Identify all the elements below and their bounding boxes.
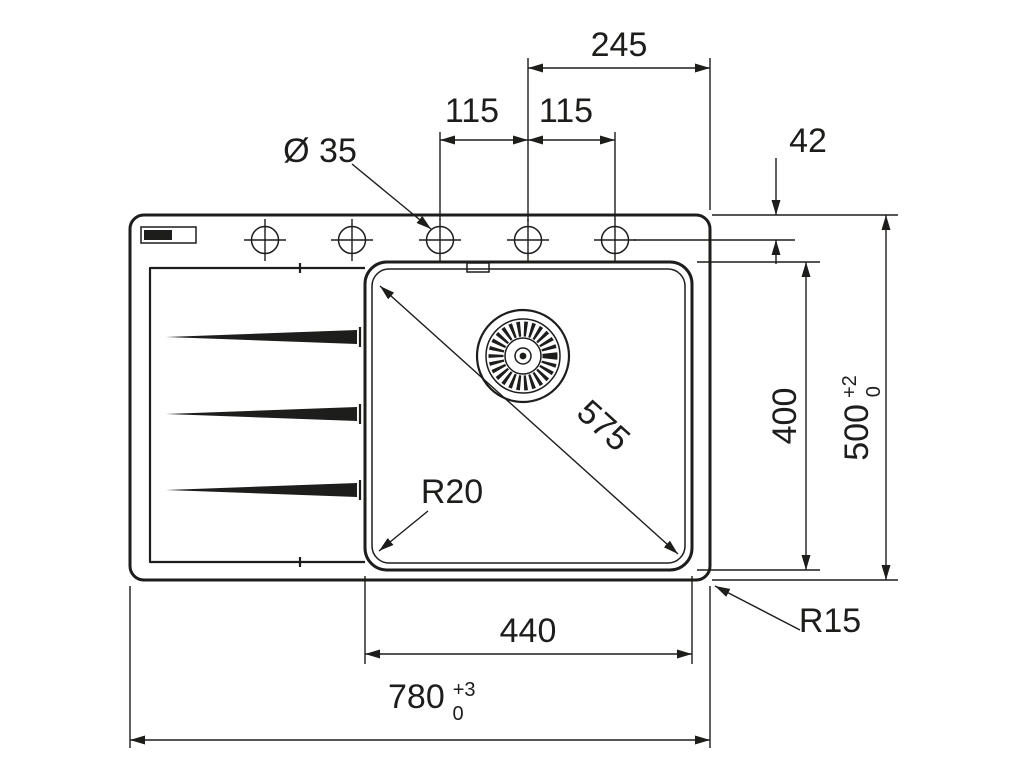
dim-bowl-corner-radius: R20 bbox=[378, 473, 483, 552]
dim-label-115-left: 115 bbox=[445, 92, 499, 130]
drain-center-dot bbox=[519, 352, 527, 360]
logo-badge-fill bbox=[144, 230, 172, 240]
drainer-groove bbox=[166, 407, 357, 421]
dim-500-value: 500 bbox=[838, 404, 876, 461]
dim-label-42: 42 bbox=[789, 122, 827, 160]
dim-500-tol-lower: 0 bbox=[863, 386, 885, 397]
logo-badge bbox=[140, 226, 197, 244]
dim-hole-pitch: 115 115 bbox=[439, 92, 616, 220]
dimension-line bbox=[379, 285, 679, 555]
dim-bowl-inner-length: 400 bbox=[697, 261, 820, 571]
faucet-hole bbox=[594, 219, 636, 261]
bowl-inner-line bbox=[371, 268, 686, 564]
dim-label-400: 400 bbox=[766, 388, 804, 445]
dim-780-tol-upper: +3 bbox=[453, 679, 476, 701]
overflow-notch bbox=[466, 262, 490, 273]
drain bbox=[475, 308, 571, 404]
dim-500-tol-upper: +2 bbox=[839, 375, 861, 398]
leader-line bbox=[351, 163, 432, 230]
dim-label-245: 245 bbox=[591, 26, 648, 64]
dim-hole-offset: 42 bbox=[634, 122, 827, 264]
leader-line bbox=[378, 510, 429, 552]
dim-label-hole-diameter: Ø 35 bbox=[283, 132, 357, 170]
faucet-hole bbox=[244, 219, 286, 261]
drainer-groove bbox=[166, 483, 357, 497]
faucet-hole bbox=[507, 219, 549, 261]
dim-label-r20: R20 bbox=[421, 473, 483, 511]
bowl-outline bbox=[363, 260, 694, 572]
drainboard bbox=[148, 263, 365, 567]
dim-top-width: 245 bbox=[527, 26, 711, 222]
dim-hole-diameter: Ø 35 bbox=[283, 132, 432, 230]
dim-bowl-width: 440 bbox=[364, 576, 693, 664]
faucet-hole bbox=[419, 219, 461, 261]
drainboard-outline bbox=[148, 266, 365, 564]
drainer-groove bbox=[166, 330, 357, 344]
dim-label-r15: R15 bbox=[799, 602, 861, 640]
sink-outline bbox=[128, 213, 712, 582]
dim-780-value: 780 bbox=[388, 678, 445, 716]
sink-body bbox=[128, 213, 712, 582]
dim-outer-corner-radius: R15 bbox=[714, 585, 861, 640]
bowl bbox=[363, 260, 694, 572]
dim-780-tol-lower: 0 bbox=[453, 703, 464, 725]
dim-label-115-right: 115 bbox=[539, 92, 593, 130]
faucet-holes bbox=[244, 219, 636, 261]
dim-label-440: 440 bbox=[500, 612, 557, 650]
leader-line bbox=[714, 585, 801, 631]
dim-label-575: 575 bbox=[570, 393, 638, 459]
faucet-hole bbox=[331, 219, 373, 261]
